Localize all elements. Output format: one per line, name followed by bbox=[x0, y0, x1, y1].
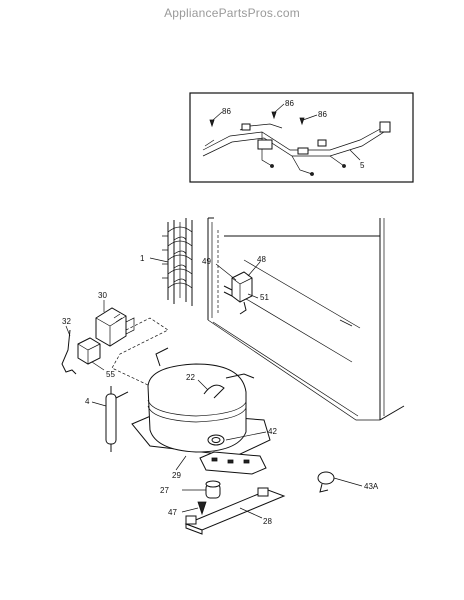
mounting-bracket: 47 28 bbox=[168, 487, 286, 535]
callout-42: 42 bbox=[268, 427, 277, 436]
callout-4: 4 bbox=[85, 397, 90, 406]
callout-28: 28 bbox=[263, 517, 272, 526]
wiring-harness-inset: 86 86 86 5 bbox=[189, 92, 414, 183]
callout-49: 49 bbox=[202, 257, 211, 266]
callout-32: 32 bbox=[62, 317, 71, 326]
callout-55: 55 bbox=[106, 370, 115, 379]
overload-protector: 32 55 bbox=[61, 317, 115, 379]
callout-1: 1 bbox=[140, 254, 145, 263]
callout-29: 29 bbox=[172, 471, 181, 480]
compressor: 22 42 29 bbox=[131, 347, 277, 480]
callout-48: 48 bbox=[257, 255, 266, 264]
callout-22: 22 bbox=[186, 373, 195, 382]
callout-30: 30 bbox=[98, 291, 107, 300]
callout-5: 5 bbox=[360, 161, 365, 170]
callout-27: 27 bbox=[160, 486, 169, 495]
callout-86: 86 bbox=[285, 99, 294, 108]
watermark: AppliancePartsPros.com bbox=[164, 6, 300, 20]
screw-icon bbox=[209, 119, 215, 128]
tube-clamp: 43A bbox=[317, 471, 379, 493]
valve-assembly: 49 48 51 bbox=[202, 255, 269, 315]
callout-43a: 43A bbox=[364, 482, 379, 491]
filter-drier: 4 bbox=[85, 386, 129, 452]
callout-47: 47 bbox=[168, 508, 177, 517]
grommet: 27 bbox=[160, 480, 221, 499]
screw-icon bbox=[271, 111, 277, 120]
relay: 30 bbox=[95, 291, 169, 387]
condenser-coil: 1 bbox=[140, 218, 193, 306]
callout-86: 86 bbox=[222, 107, 231, 116]
callout-86: 86 bbox=[318, 110, 327, 119]
screw-icon bbox=[197, 501, 207, 516]
screw-icon bbox=[299, 117, 305, 126]
callout-51: 51 bbox=[260, 293, 269, 302]
cabinet-outline bbox=[207, 217, 405, 421]
